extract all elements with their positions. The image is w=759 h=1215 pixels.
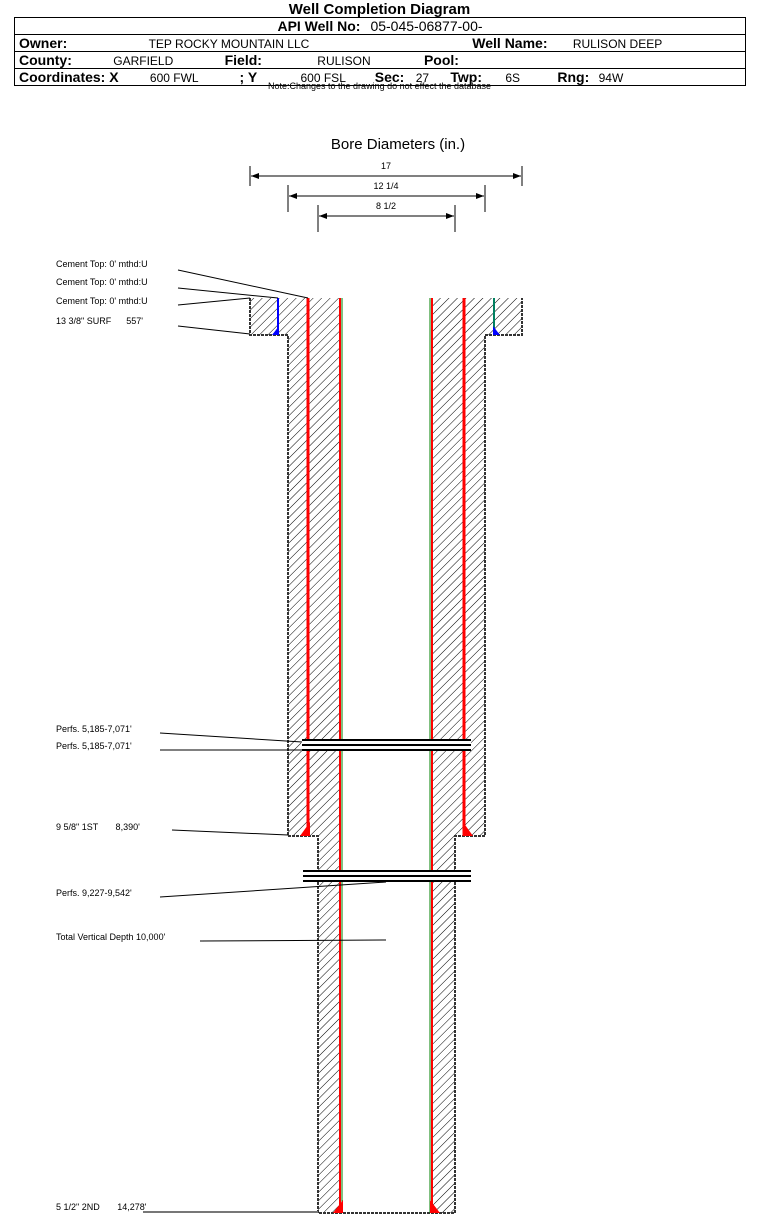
diameter-label: 17 — [381, 161, 391, 171]
api-label: API Well No: — [277, 18, 361, 34]
surface-casing-13-3-8 — [272, 298, 500, 335]
diameter-label: 12 1/4 — [373, 181, 398, 191]
twp-value: 6S — [505, 71, 521, 85]
api-value: 05-045-06877-00- — [370, 18, 483, 34]
rng-value: 94W — [598, 71, 624, 85]
county-label: County: — [19, 52, 72, 68]
cement-annulus — [250, 298, 522, 1213]
cement-top-label: Cement Top: 0' mthd:U — [56, 259, 148, 269]
perforations-upper — [301, 739, 471, 751]
county-value: GARFIELD — [113, 54, 174, 68]
bore-diameters-title: Bore Diameters (in.) — [331, 136, 465, 153]
sec-label: Sec: — [374, 69, 405, 85]
pool-label: Pool: — [423, 52, 459, 68]
rng-label: Rng: — [557, 69, 590, 85]
well-header-table: API Well No: 05-045-06877-00- Owner: TEP… — [14, 17, 747, 86]
dimension-8-1-2: 8 1/2 — [317, 201, 456, 232]
coord-x-label: Coordinates: X — [19, 69, 119, 85]
field-value: RULISON — [317, 54, 371, 68]
borehole-wall — [249, 298, 523, 1214]
total-depth-label: Total Vertical Depth 10,000' — [56, 932, 166, 942]
coord-y-value: 600 FSL — [300, 71, 346, 85]
dimension-17: 17 — [249, 161, 523, 186]
database-note: Note:Changes to the drawing do not effec… — [268, 81, 491, 91]
perfs-label: Perfs. 9,227-9,542' — [56, 888, 132, 898]
well-name-value: RULISON DEEP — [572, 37, 663, 51]
owner-label: Owner: — [19, 35, 68, 51]
cement-top-label: Cement Top: 0' mthd:U — [56, 296, 148, 306]
coord-x-value: 600 FWL — [149, 71, 199, 85]
cement-top-label: Cement Top: 0' mthd:U — [56, 277, 148, 287]
intermediate-casing-label: 9 5/8" 1ST 8,390' — [56, 822, 140, 832]
diagram-title: Well Completion Diagram — [288, 1, 471, 18]
owner-value: TEP ROCKY MOUNTAIN LLC — [148, 37, 310, 51]
sec-value: 27 — [415, 71, 430, 85]
perforations-lower — [302, 870, 472, 882]
twp-label: Twp: — [450, 69, 483, 85]
perfs-label: Perfs. 5,185-7,071' — [56, 724, 132, 734]
production-casing-5-1-2 — [333, 298, 440, 1213]
field-label: Field: — [224, 52, 262, 68]
production-casing-label: 5 1/2" 2ND 14,278' — [56, 1202, 147, 1212]
coord-y-label: ; Y — [239, 69, 258, 85]
dimension-12-1-4: 12 1/4 — [287, 181, 486, 212]
well-name-label: Well Name: — [472, 35, 548, 51]
surface-casing-label: 13 3/8" SURF 557' — [56, 316, 143, 326]
diameter-label: 8 1/2 — [376, 201, 396, 211]
leader-lines — [143, 269, 387, 1213]
perfs-label: Perfs. 5,185-7,071' — [56, 741, 132, 751]
